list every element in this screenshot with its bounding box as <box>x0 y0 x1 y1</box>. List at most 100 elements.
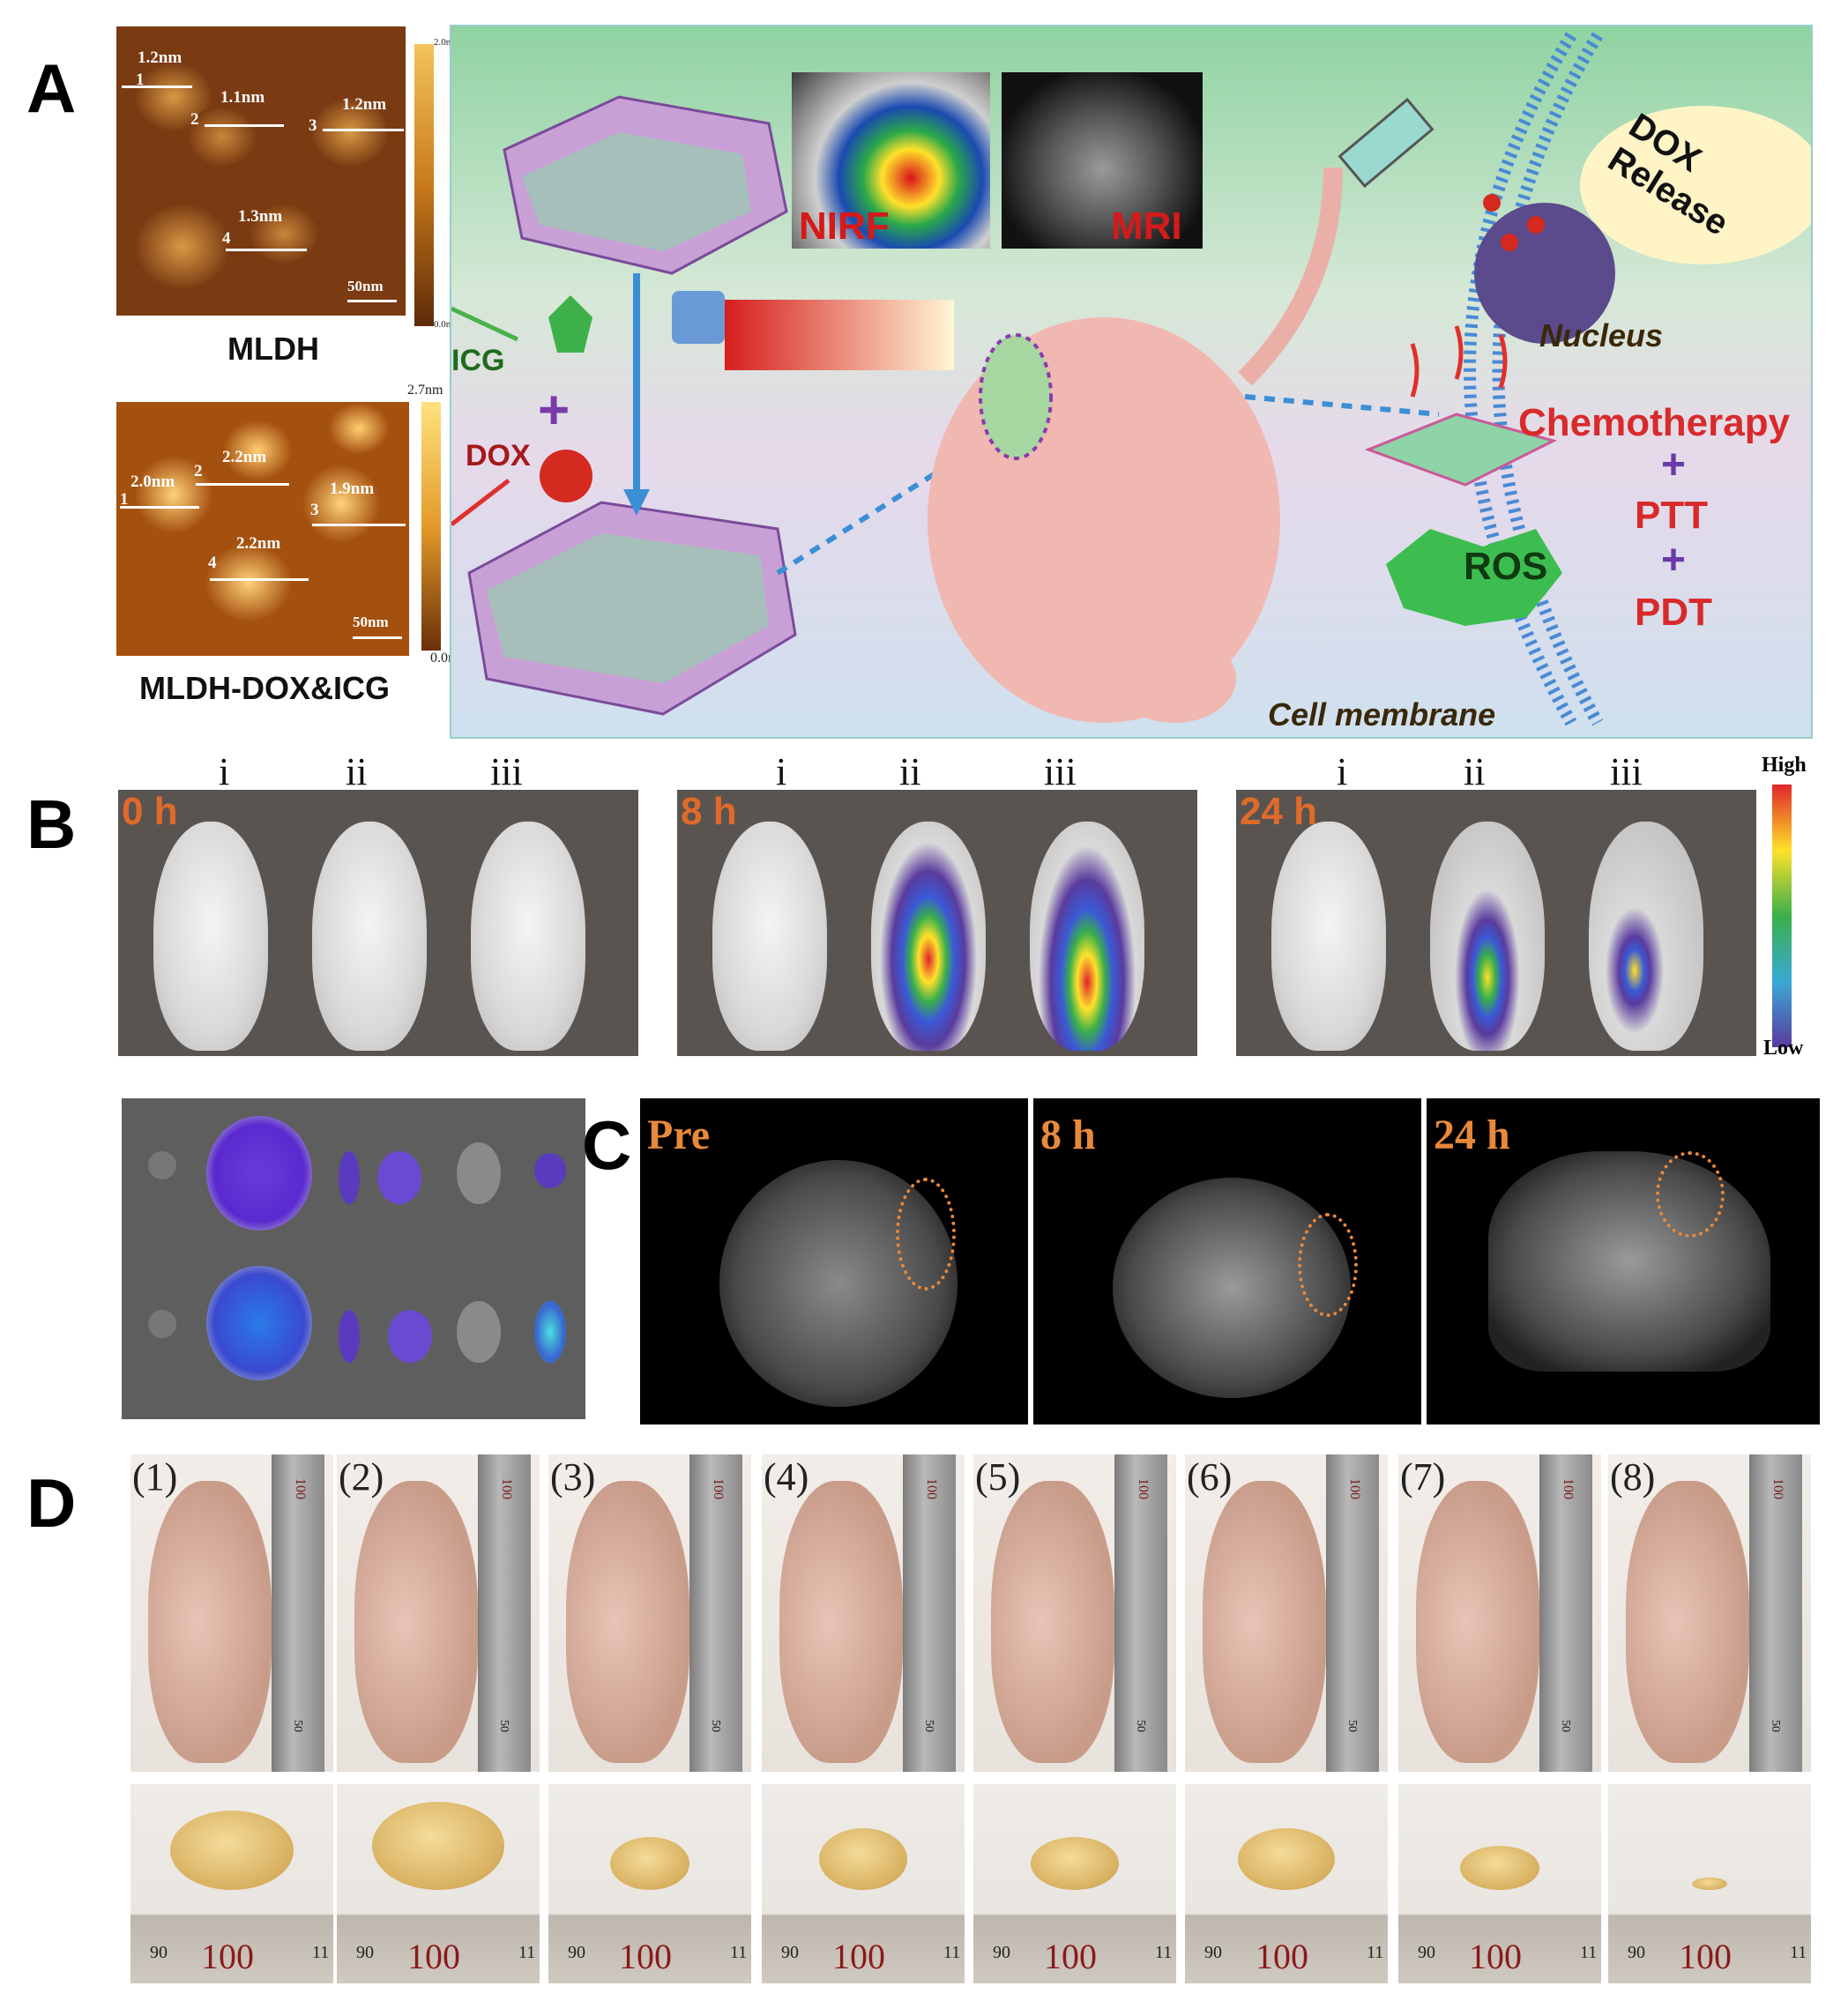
tumor-marker <box>1298 1213 1358 1317</box>
mouse-body <box>1416 1481 1539 1763</box>
ruler-number: 90 <box>993 1943 1010 1962</box>
afm-line-index: 4 <box>208 554 217 572</box>
mouse-photo: 100 50 (4) <box>762 1454 965 1772</box>
ruler-number: 90 <box>150 1943 168 1962</box>
tumor <box>1031 1837 1119 1890</box>
afm-scalebar <box>347 300 397 302</box>
ruler-number: 11 <box>943 1943 961 1962</box>
afm-scan-line <box>120 506 199 509</box>
organ <box>457 1301 501 1363</box>
tumor <box>610 1837 689 1890</box>
group-label: i <box>776 750 787 793</box>
group-number-label: (6) <box>1187 1455 1233 1499</box>
afm-particle <box>302 464 381 543</box>
afm-particle <box>310 97 390 167</box>
afm-colorbar <box>414 44 434 326</box>
afm-height-label: 1.9nm <box>330 480 375 498</box>
mri-frame-label: 8 h <box>1040 1112 1096 1158</box>
ruler-number: 100 <box>1136 1478 1151 1499</box>
afm-height-label: 1.3nm <box>238 207 283 226</box>
ex-vivo-organ-image <box>122 1098 585 1419</box>
afm-particle <box>134 455 213 534</box>
group-number-label: (3) <box>550 1455 596 1499</box>
ruler-number: 50 <box>497 1720 510 1732</box>
ruler-number: 11 <box>1367 1943 1384 1962</box>
afm-scan-line <box>323 129 404 131</box>
ruler-number: 100 <box>1561 1478 1576 1499</box>
afm-scan-line <box>205 124 284 127</box>
organ <box>339 1310 360 1363</box>
afm-line-index: 1 <box>120 490 129 509</box>
mouse-image <box>871 822 986 1051</box>
ruler-number: 100 <box>924 1478 939 1499</box>
afm-scan-line <box>226 249 307 251</box>
afm-caption-mldh: MLDH <box>227 331 319 367</box>
ruler-number: 50 <box>1559 1720 1572 1732</box>
mouse-body <box>779 1481 903 1763</box>
colorbar-high-label: High <box>1762 754 1807 777</box>
afm-particle <box>134 203 231 291</box>
afm-particle <box>222 420 293 481</box>
group-label: ii <box>899 750 921 793</box>
mri-frame-label: 24 h <box>1434 1112 1510 1158</box>
afm-line-index: 1 <box>136 71 145 89</box>
colorbar-low-label: Low <box>1763 1037 1804 1060</box>
mouse-body <box>148 1481 272 1763</box>
mouse-body <box>991 1481 1114 1763</box>
afm-particle <box>328 402 390 455</box>
group-label: i <box>1337 750 1348 793</box>
afm-scan-line <box>312 524 406 526</box>
afm-caption-mldh-dox-icg: MLDH-DOX&ICG <box>139 670 390 706</box>
organ <box>457 1142 501 1204</box>
ruler-number: 100 <box>1347 1478 1362 1499</box>
plus-sign: + <box>1661 442 1687 488</box>
afm-height-label: 2.0nm <box>130 472 175 491</box>
tumor <box>1692 1878 1727 1890</box>
afm-scalebar <box>353 636 402 639</box>
afm-height-label: 2.2nm <box>236 534 281 553</box>
time-label: 24 h <box>1240 790 1318 833</box>
mouse-body <box>566 1481 689 1763</box>
afm-scan-line <box>196 483 289 486</box>
afm-height-label: 1.1nm <box>220 88 265 107</box>
ros-label: ROS <box>1464 545 1548 588</box>
group-number-label: (1) <box>132 1455 178 1499</box>
ruler-number: 11 <box>1790 1943 1807 1962</box>
mouse-image <box>153 822 268 1051</box>
mouse-body <box>354 1481 478 1763</box>
scheme-graphics <box>451 32 1811 726</box>
ruler-number: 50 <box>1769 1720 1782 1732</box>
organ <box>377 1151 421 1204</box>
ruler-number: 90 <box>356 1943 374 1962</box>
ruler-number: 11 <box>1580 1943 1598 1962</box>
ruler-number: 100 <box>293 1478 308 1499</box>
ruler-number: 11 <box>312 1943 330 1962</box>
chemotherapy-label: Chemotherapy <box>1518 401 1791 444</box>
colorbar-top-label: 2.7nm <box>407 383 443 398</box>
group-number-label: (4) <box>764 1455 809 1499</box>
ruler-number: 100 <box>407 1937 460 1976</box>
tumor <box>372 1802 504 1890</box>
panel-label-b: B <box>26 785 77 863</box>
ruler-number: 100 <box>1679 1937 1732 1976</box>
cell-membrane-label: Cell membrane <box>1268 696 1496 733</box>
afm-line-index: 2 <box>190 110 199 129</box>
ruler-number: 50 <box>922 1720 935 1732</box>
afm-image-mldh-dox-icg: 1 2.0nm 2 2.2nm 3 1.9nm 4 2.2nm 50nm <box>116 402 409 656</box>
ruler-number: 100 <box>1044 1937 1097 1976</box>
organ <box>388 1310 432 1363</box>
